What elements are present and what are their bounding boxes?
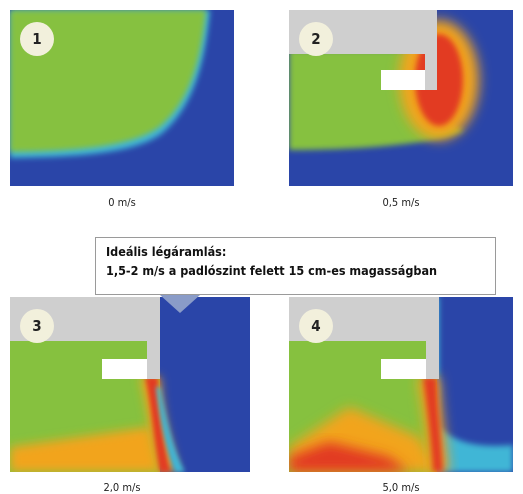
ideal-airflow-callout: Ideális légáramlás: 1,5-2 m/s a padlószi…	[95, 237, 496, 295]
speed-label-4: 5,0 m/s	[382, 481, 420, 494]
speed-label-1: 0 m/s	[108, 196, 136, 209]
panel-number-badge-3: 3	[20, 309, 54, 343]
callout-title: Ideális légáramlás:	[106, 244, 227, 259]
simulation-panel-3: 3	[10, 297, 250, 472]
panel-number-badge-2: 2	[299, 22, 333, 56]
simulation-image-3	[10, 297, 250, 472]
simulation-panel-4: 4	[289, 297, 513, 472]
panel-number-badge-4: 4	[299, 309, 333, 343]
simulation-panel-1: 1	[10, 10, 234, 186]
panel-number-badge-1: 1	[20, 22, 54, 56]
simulation-panel-2: 2	[289, 10, 513, 186]
callout-text: 1,5-2 m/s a padlószint felett 15 cm-es m…	[106, 263, 438, 278]
simulation-image-1	[10, 10, 234, 186]
speed-label-2: 0,5 m/s	[382, 196, 420, 209]
speed-label-3: 2,0 m/s	[103, 481, 141, 494]
callout-pointer	[160, 295, 200, 313]
